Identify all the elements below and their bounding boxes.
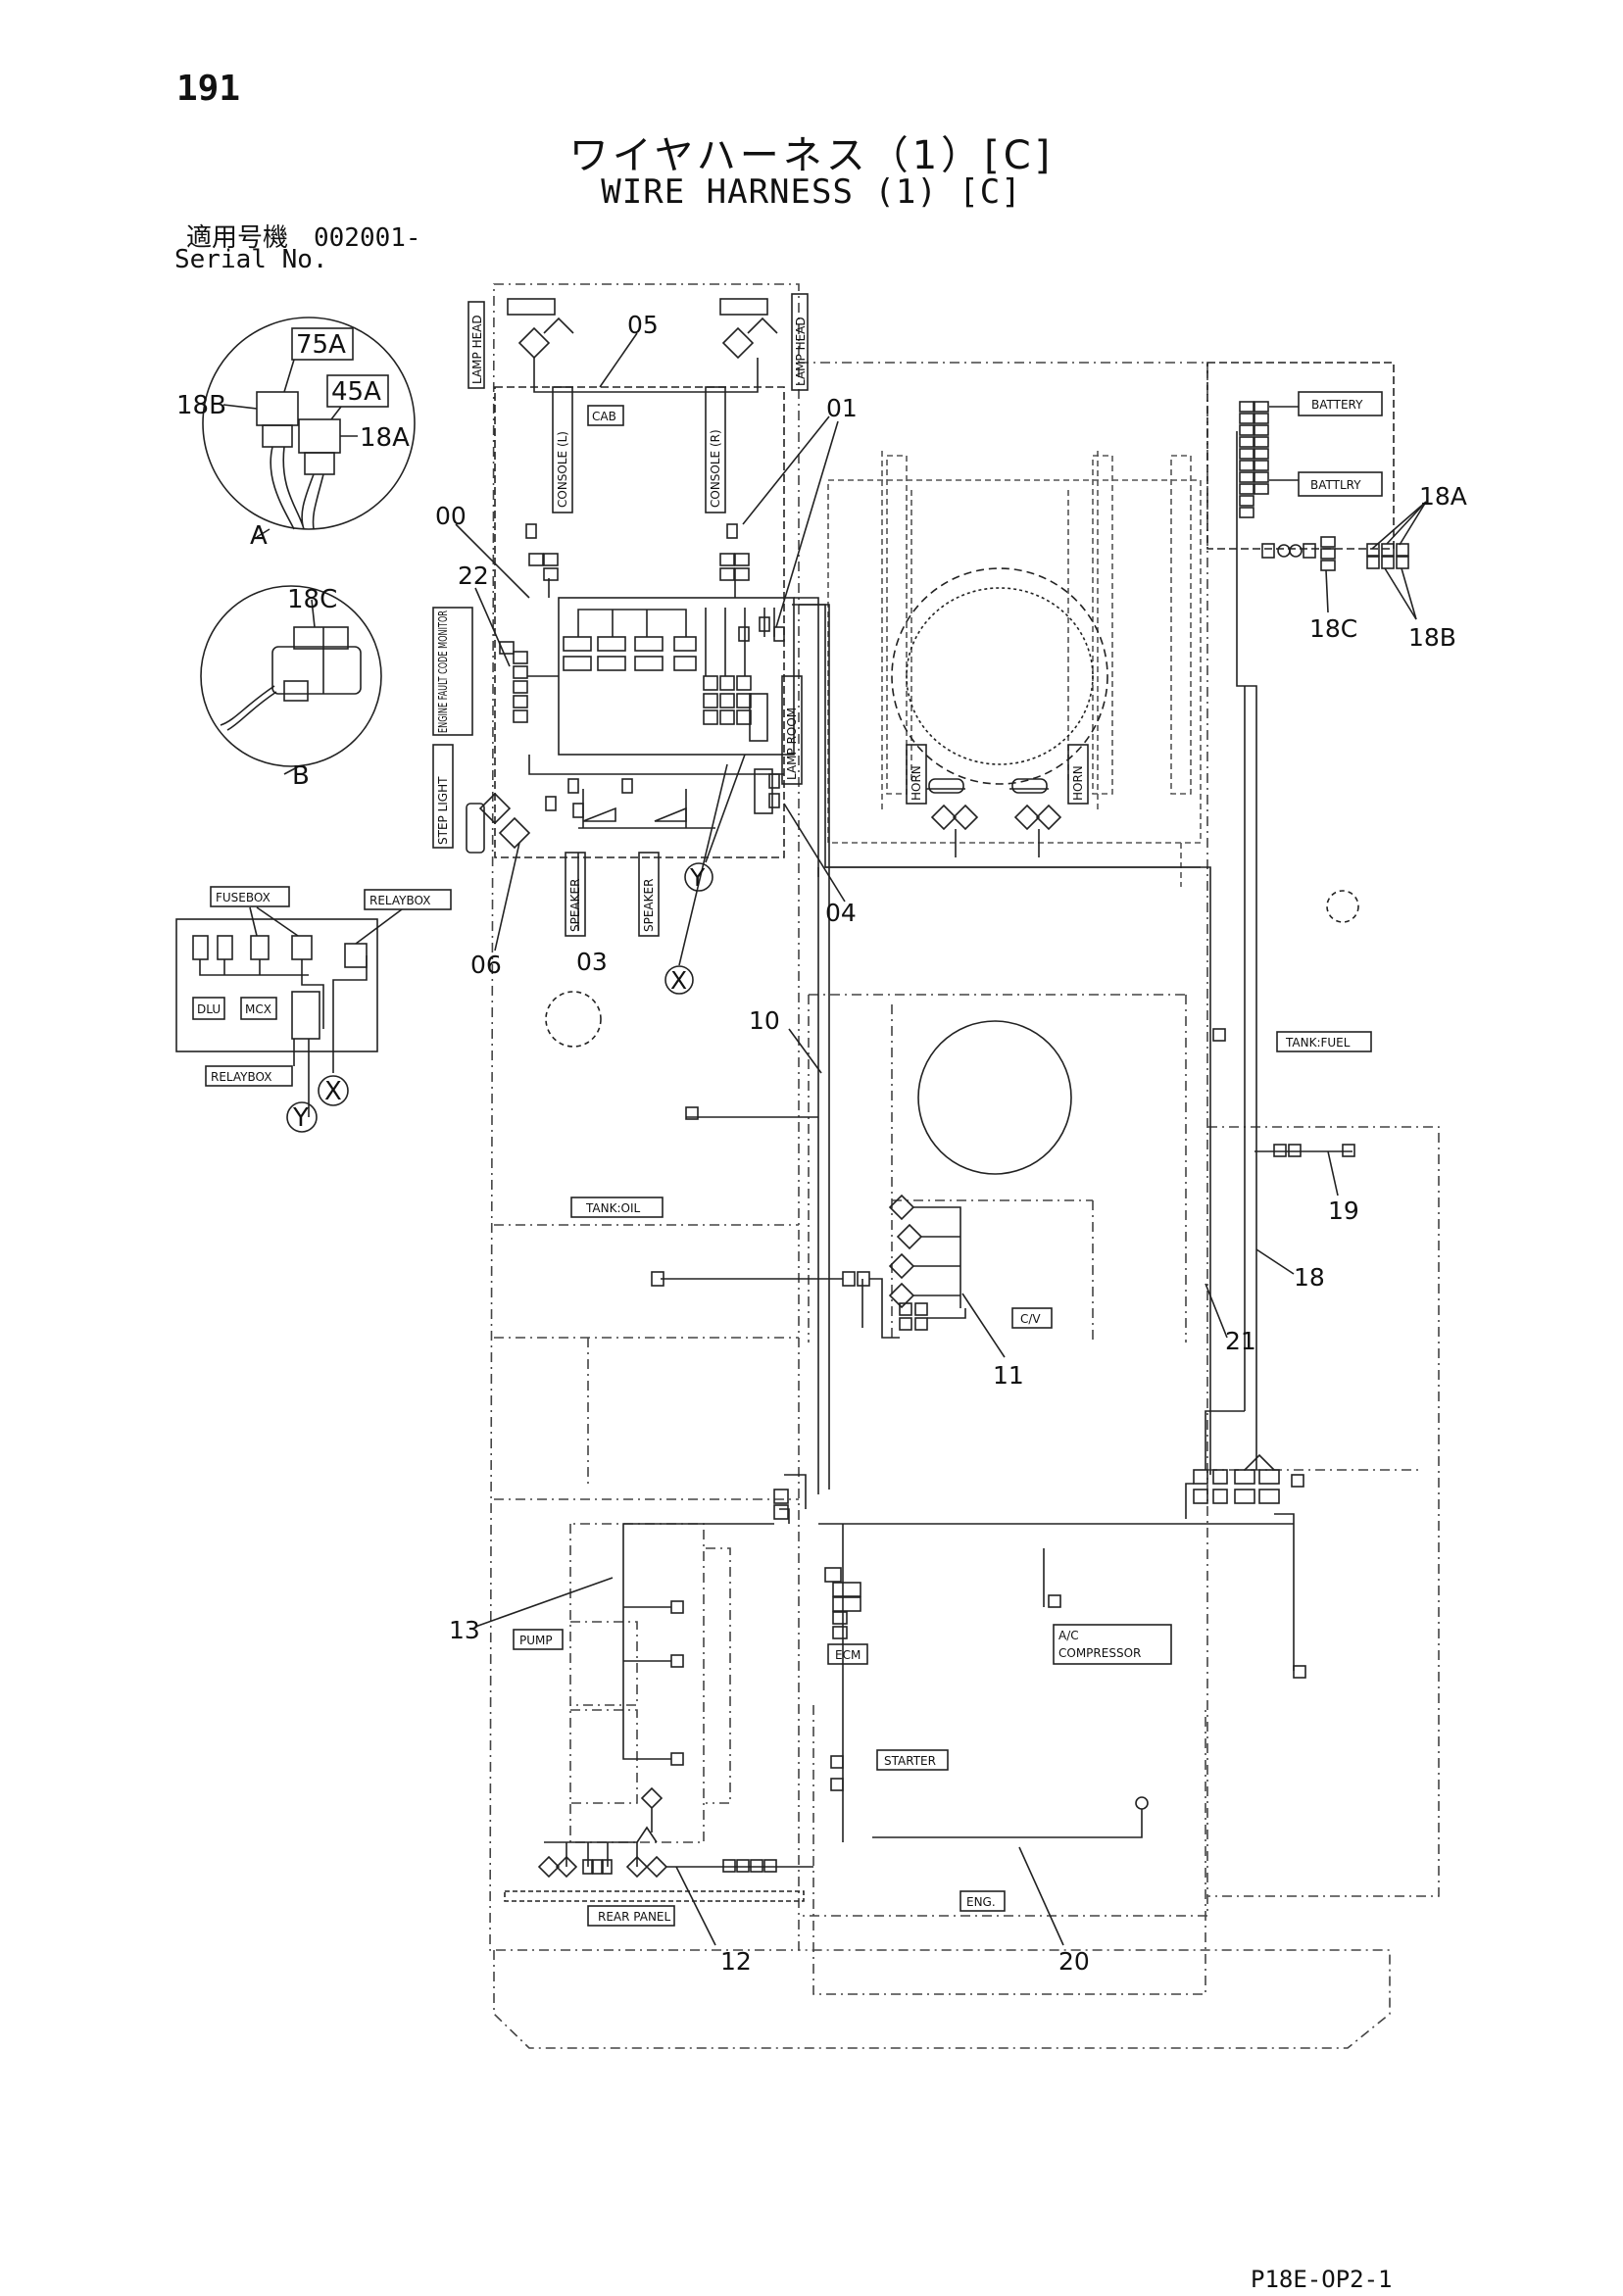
horn-right-label: HORN xyxy=(1071,765,1085,801)
swing-circle xyxy=(906,587,1094,765)
callout-03: 03 xyxy=(576,948,608,976)
callout-20: 20 xyxy=(1058,1947,1090,1976)
eng-label: ENG. xyxy=(966,1895,996,1909)
mcx-label: MCX xyxy=(245,1002,271,1016)
engine-fault-monitor-label: ENGINE FAULT CODE MONITOR xyxy=(436,611,450,733)
lamp-head-left-label: LAMP HEAD xyxy=(470,315,484,384)
callout-04: 04 xyxy=(825,899,857,927)
callout-18: 18 xyxy=(1294,1263,1325,1292)
callout-12: 12 xyxy=(720,1947,752,1976)
horn-left-label: HORN xyxy=(910,765,923,801)
pump-label: PUMP xyxy=(519,1634,553,1647)
detail-a-view-label: A xyxy=(250,521,268,551)
relay-18b-icon xyxy=(256,391,299,448)
tag-45a-label: 45A xyxy=(331,377,381,407)
callout-x: X xyxy=(670,966,687,995)
marker-y-icon xyxy=(286,1101,318,1133)
battery-box-2 xyxy=(1298,471,1383,497)
cab-outline xyxy=(494,386,785,858)
fusebox-label: FUSEBOX xyxy=(216,891,270,904)
tank-fuel-label: TANK:FUEL xyxy=(1285,1036,1351,1050)
battery-2-label: BATTLRY xyxy=(1310,478,1361,492)
dlu-label: DLU xyxy=(197,1002,221,1016)
battery-1-label: BATTERY xyxy=(1311,398,1363,412)
callout-10: 10 xyxy=(749,1006,780,1035)
callout-11: 11 xyxy=(993,1361,1024,1390)
tag-75a-box xyxy=(291,327,354,361)
rear-panel-label: REAR PANEL xyxy=(598,1910,671,1924)
compressor-label: COMPRESSOR xyxy=(1058,1646,1141,1660)
console-r-label: CONSOLE (R) xyxy=(709,429,722,508)
connector-18c-icon xyxy=(271,626,362,702)
ac-label: A/C xyxy=(1058,1629,1079,1642)
marker-y-label: Y xyxy=(292,1103,309,1133)
fusebox-panel xyxy=(175,918,378,1052)
lamp-head-right-label: LAMP HEAD xyxy=(794,317,808,386)
callout-18c: 18C xyxy=(1309,614,1357,643)
detail-b-view-label: B xyxy=(292,761,310,791)
marker-x-icon xyxy=(318,1075,349,1106)
marker-y-cab-icon xyxy=(684,862,713,892)
callout-01: 01 xyxy=(826,394,858,422)
page-number: 191 xyxy=(176,69,241,109)
callout-22: 22 xyxy=(458,562,489,590)
battery-box-1 xyxy=(1298,391,1383,416)
step-light-label: STEP LIGHT xyxy=(436,776,450,845)
callout-05: 05 xyxy=(627,311,659,339)
speaker-left-label: SPEAKER xyxy=(568,879,582,932)
serial-label-japanese: 適用号機 002001- xyxy=(186,223,421,253)
detail-b-18c-label: 18C xyxy=(287,585,337,614)
callout-21: 21 xyxy=(1225,1327,1256,1355)
detail-a-circle xyxy=(202,317,416,530)
tag-45a-box xyxy=(326,374,389,408)
callout-13: 13 xyxy=(449,1616,480,1644)
tag-75a-label: 75A xyxy=(296,330,346,360)
callout-19: 19 xyxy=(1328,1197,1359,1225)
detail-a-18b-label: 18B xyxy=(176,391,226,420)
detail-a-18a-label: 18A xyxy=(360,423,410,453)
relaybox-bottom-label: RELAYBOX xyxy=(211,1070,271,1084)
callout-00: 00 xyxy=(435,502,467,530)
relay-18a-icon xyxy=(298,418,341,475)
relaybox-top-label: RELAYBOX xyxy=(369,894,430,907)
tank-circle xyxy=(917,1020,1072,1175)
console-l-label: CONSOLE (L) xyxy=(556,431,569,508)
document-code: P18E-OP2-1 xyxy=(1251,2266,1393,2293)
serial-label-english: Serial No. xyxy=(174,245,328,274)
callout-18b: 18B xyxy=(1408,623,1456,652)
starter-label: STARTER xyxy=(884,1754,936,1768)
callout-06: 06 xyxy=(470,951,502,979)
marker-x-label: X xyxy=(324,1077,342,1106)
page-title-japanese: ワイヤハーネス（1）[C] xyxy=(568,133,1055,178)
callout-18a: 18A xyxy=(1419,482,1467,511)
cab-label: CAB xyxy=(592,410,616,423)
cv-label: C/V xyxy=(1020,1312,1041,1326)
detail-b-circle xyxy=(200,585,382,767)
page-title-english: WIRE HARNESS (1) [C] xyxy=(601,172,1022,212)
lamp-room-label: LAMP ROOM xyxy=(785,708,799,780)
marker-x-cab-icon xyxy=(664,965,694,995)
speaker-right-label: SPEAKER xyxy=(642,879,656,932)
ecm-label: ECM xyxy=(835,1648,861,1662)
tank-oil-label: TANK:OIL xyxy=(585,1201,640,1215)
callout-y: Y xyxy=(689,863,706,892)
